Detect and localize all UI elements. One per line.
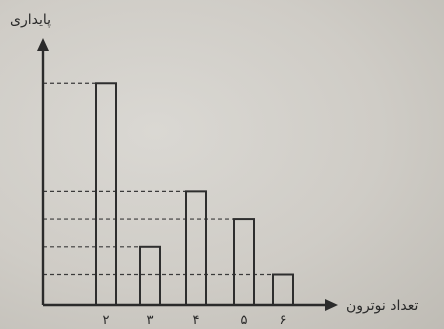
- bar-5: [272, 273, 294, 306]
- x-tick-labels: ۲ ۳ ۴ ۵ ۶: [103, 313, 287, 328]
- y-axis-arrow-icon: [37, 38, 49, 51]
- bar-4: [233, 218, 255, 306]
- guide-lines: [43, 82, 293, 276]
- x-axis-arrow-icon: [325, 299, 338, 311]
- y-axis-title: پایداری: [10, 12, 51, 28]
- x-tick-label-1: ۲: [103, 313, 110, 328]
- bar-3: [185, 190, 207, 306]
- x-tick-label-3: ۴: [193, 313, 200, 328]
- bar-1: [95, 82, 117, 307]
- x-tick-label-5: ۶: [280, 313, 287, 328]
- axes-group: [37, 38, 338, 311]
- x-axis-title: تعداد نوترون: [346, 298, 418, 314]
- x-tick-label-4: ۵: [241, 313, 248, 328]
- bar-2: [139, 245, 161, 306]
- bars-group: [95, 82, 294, 307]
- x-tick-label-2: ۳: [147, 313, 154, 328]
